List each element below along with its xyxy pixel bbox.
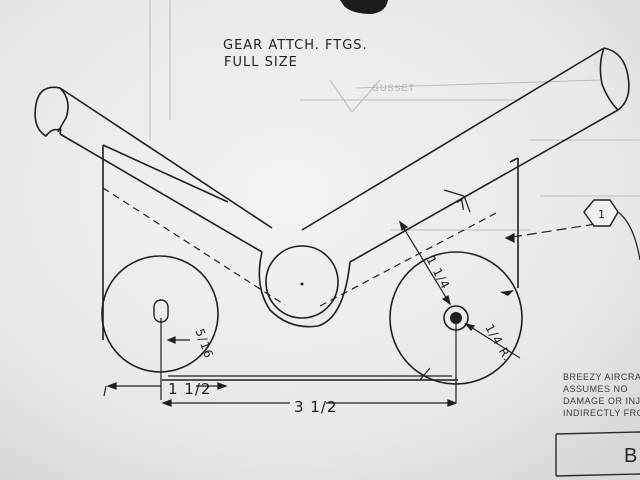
faded-gusset-label: GUSSET <box>372 83 415 93</box>
notice-line-1: BREEZY AIRCRA <box>563 372 640 382</box>
notice-line-4: INDIRECTLY FROM <box>563 408 640 418</box>
notice-line-3: DAMAGE OR INJU <box>563 396 640 406</box>
bend-lines <box>102 187 499 307</box>
center-tube-circle <box>265 245 339 319</box>
overall-dimension-label: 3 1/2 <box>294 398 337 416</box>
small-dimension-mark <box>443 189 471 213</box>
faint-background-lines <box>149 0 640 231</box>
boss-arrow <box>500 290 514 296</box>
radius-dimension <box>464 322 521 359</box>
background-object <box>340 0 388 14</box>
left-dimension <box>103 382 228 397</box>
left-dimension-label: 1 1/2 <box>168 380 211 398</box>
title-block-letter: B <box>624 445 637 467</box>
left-boss-circle <box>101 255 219 373</box>
strut-tubing <box>34 47 630 263</box>
saddle-curve <box>258 251 351 328</box>
drawing-title: GEAR ATTCH. FTGS. <box>223 38 368 53</box>
disclaimer-notice: BREEZY AIRCRA ASSUMES NO DAMAGE OR INJU … <box>563 372 640 418</box>
hex-leader <box>504 223 597 243</box>
vertical-dimension <box>399 220 451 306</box>
title-block <box>555 431 640 477</box>
hex-callout-number: 1 <box>598 208 606 221</box>
overall-dimension <box>161 399 458 407</box>
notice-line-2: ASSUMES NO <box>563 384 628 394</box>
hole-dimension <box>166 336 190 344</box>
drawing-subtitle: FULL SIZE <box>224 55 298 70</box>
center-mark <box>300 282 304 286</box>
